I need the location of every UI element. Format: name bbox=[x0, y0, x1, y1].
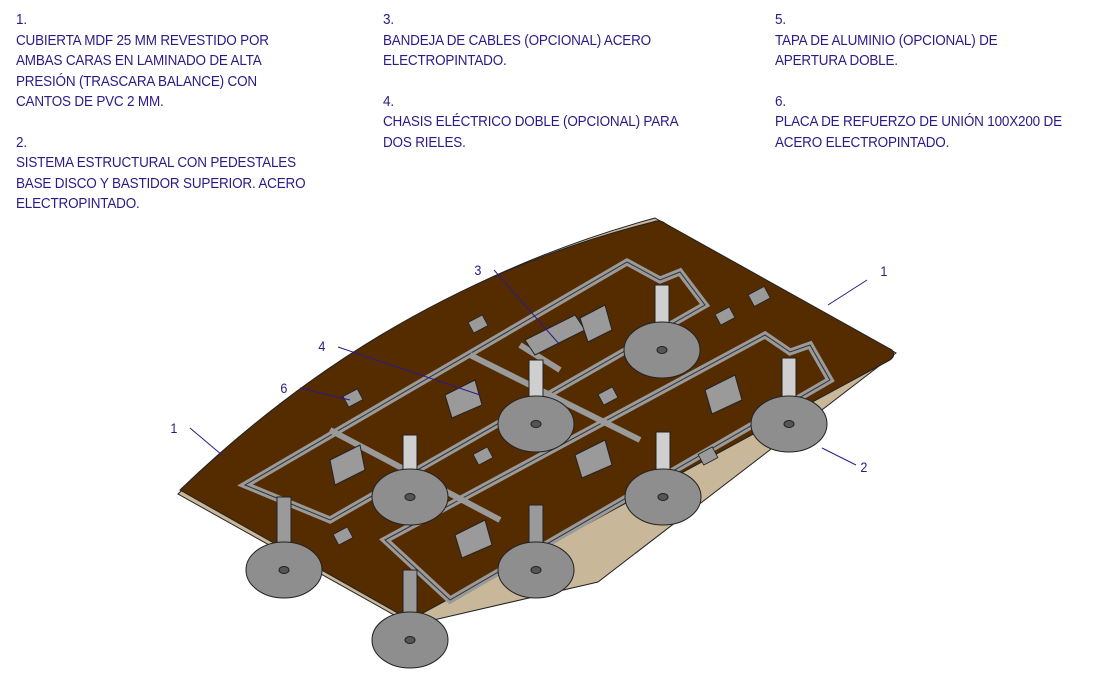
note-3-text: BANDEJA DE CABLES (OPCIONAL) ACERO ELECT… bbox=[383, 32, 651, 70]
cable-trays bbox=[329, 304, 743, 559]
leader-line-1-left bbox=[189, 427, 223, 456]
joint-reinforcement-plates bbox=[332, 285, 771, 546]
callout-2: 2 bbox=[860, 459, 868, 475]
callout-3: 3 bbox=[474, 262, 482, 278]
callout-1-left: 1 bbox=[170, 420, 178, 436]
note-4-number: 4. bbox=[383, 93, 394, 110]
pedestals bbox=[245, 284, 828, 669]
note-1-number: 1. bbox=[16, 12, 27, 28]
electric-chassis bbox=[444, 379, 483, 419]
note-2-number: 2. bbox=[16, 134, 27, 151]
pedestal bbox=[371, 434, 449, 526]
pedestal bbox=[497, 359, 575, 453]
callout-1-right: 1 bbox=[880, 263, 888, 279]
leader-lines bbox=[189, 269, 868, 466]
pedestal bbox=[624, 431, 702, 526]
note-3-number: 3. bbox=[383, 12, 394, 28]
joint-reinforcement-plate bbox=[342, 388, 364, 408]
note-column-1: 1. CUBIERTA MDF 25 MM REVESTIDO POR AMBA… bbox=[16, 10, 306, 215]
leader-line-3 bbox=[493, 269, 561, 346]
callout-4: 4 bbox=[318, 338, 326, 354]
pedestal bbox=[623, 284, 701, 379]
pedestal bbox=[497, 504, 575, 599]
note-6-number: 6. bbox=[775, 93, 786, 110]
note-6-text: PLACA DE REFUERZO DE UNIÓN 100X200 DE AC… bbox=[775, 114, 1062, 151]
pedestal bbox=[750, 357, 828, 453]
note-column-3: 5. TAPA DE ALUMINIO (OPCIONAL) DE APERTU… bbox=[775, 10, 1062, 153]
note-1-text: CUBIERTA MDF 25 MM REVESTIDO POR AMBAS C… bbox=[16, 32, 269, 111]
note-5-number: 5. bbox=[775, 12, 786, 28]
note-2-text: SISTEMA ESTRUCTURAL CON PEDESTALES BASE … bbox=[16, 155, 306, 212]
note-4-text: CHASIS ELÉCTRICO DOBLE (OPCIONAL) PARA D… bbox=[383, 114, 679, 151]
leader-line-2 bbox=[821, 447, 857, 466]
pedestal bbox=[371, 569, 449, 669]
note-5-text: TAPA DE ALUMINIO (OPCIONAL) DE APERTURA … bbox=[775, 32, 998, 70]
callout-6: 6 bbox=[280, 380, 288, 396]
note-column-2: 3. BANDEJA DE CABLES (OPCIONAL) ACERO EL… bbox=[383, 10, 679, 153]
leader-line-6 bbox=[299, 387, 351, 401]
leader-line-1-right bbox=[827, 279, 868, 306]
leader-line-4 bbox=[337, 346, 481, 396]
pedestal bbox=[245, 496, 323, 599]
